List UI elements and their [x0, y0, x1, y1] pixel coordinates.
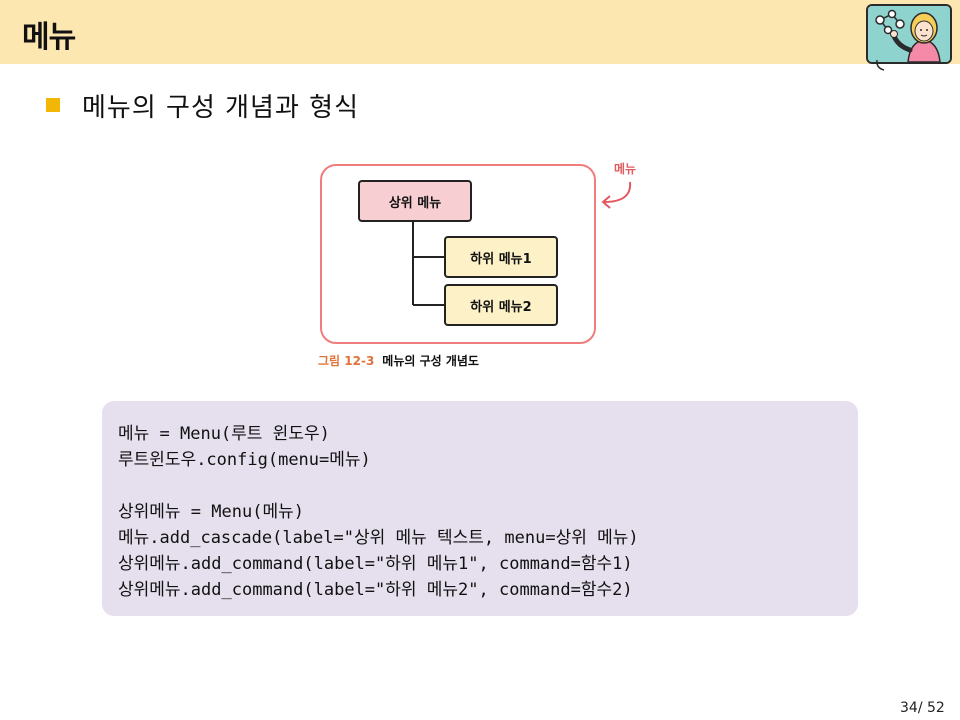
menu-structure-diagram: 상위 메뉴 하위 메뉴1 하위 메뉴2 메뉴 그림 12-3 메뉴의 구성 개념도	[312, 152, 658, 378]
bullet-item: 메뉴의 구성 개념과 형식	[46, 88, 359, 123]
slide-title: 메뉴	[22, 20, 76, 55]
code-line: 상위메뉴.add_command(label="하위 메뉴2", command…	[118, 580, 633, 600]
code-line: 상위메뉴 = Menu(메뉴)	[118, 502, 304, 522]
code-line	[118, 473, 639, 499]
sub-menu-1-box: 하위 메뉴1	[444, 236, 558, 278]
caption-text: 메뉴의 구성 개념도	[382, 354, 479, 368]
bullet-square-icon	[46, 98, 60, 112]
code-line: 메뉴.add_cascade(label="상위 메뉴 텍스트, menu=상위…	[118, 528, 639, 548]
diagram-connectors	[412, 181, 632, 306]
figure-caption: 그림 12-3 메뉴의 구성 개념도	[318, 352, 479, 369]
presenter-character-icon	[866, 4, 952, 64]
code-line: 메뉴 = Menu(루트 윈도우)	[118, 424, 330, 444]
code-line: 상위메뉴.add_command(label="하위 메뉴1", command…	[118, 554, 633, 574]
sub-menu-2-box: 하위 메뉴2	[444, 284, 558, 326]
code-line: 루트윈도우.config(menu=메뉴)	[118, 450, 371, 470]
page-number: 34/ 52	[900, 700, 945, 716]
bullet-text: 메뉴의 구성 개념과 형식	[82, 92, 359, 123]
slide-header: 메뉴	[0, 0, 960, 64]
header-tail-icon	[876, 60, 885, 71]
caption-number: 그림 12-3	[318, 354, 375, 368]
top-menu-box: 상위 메뉴	[358, 180, 472, 222]
code-block: 메뉴 = Menu(루트 윈도우) 루트윈도우.config(menu=메뉴) …	[102, 401, 858, 616]
menu-label: 메뉴	[614, 162, 637, 176]
